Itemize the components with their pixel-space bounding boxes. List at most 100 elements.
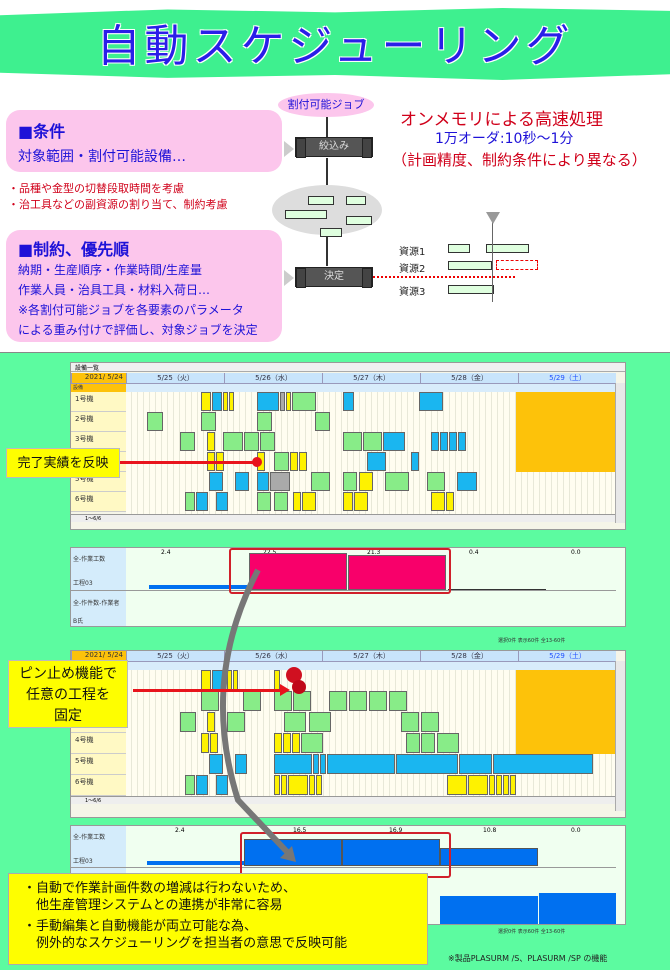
job-bar[interactable] xyxy=(406,733,420,753)
job-bar[interactable] xyxy=(201,392,211,411)
job-bar[interactable] xyxy=(396,754,458,774)
job-bar[interactable] xyxy=(229,392,234,411)
job-bar[interactable] xyxy=(283,733,291,753)
job-bar[interactable] xyxy=(281,775,287,795)
job-bar[interactable] xyxy=(468,775,488,795)
job-bar[interactable] xyxy=(244,432,259,451)
job-bar[interactable] xyxy=(327,754,395,774)
job-bar[interactable] xyxy=(235,472,249,491)
job-bar[interactable] xyxy=(274,733,282,753)
job-bar[interactable] xyxy=(290,452,298,471)
job-bar[interactable] xyxy=(315,412,330,431)
job-bar[interactable] xyxy=(367,452,386,471)
job-bar[interactable] xyxy=(449,432,457,451)
job-bar[interactable] xyxy=(427,472,445,491)
job-bar[interactable] xyxy=(383,432,405,451)
job-bar[interactable] xyxy=(343,392,354,411)
job-bar[interactable] xyxy=(227,712,245,732)
vertical-scrollbar[interactable] xyxy=(615,661,625,811)
job-bar[interactable] xyxy=(421,712,439,732)
job-bar[interactable] xyxy=(274,492,288,511)
job-bar[interactable] xyxy=(343,432,362,451)
job-bar[interactable] xyxy=(257,392,279,411)
job-bar[interactable] xyxy=(447,775,467,795)
job-bar[interactable] xyxy=(385,472,409,491)
job-bar[interactable] xyxy=(207,432,215,451)
job-bar[interactable] xyxy=(201,412,216,431)
job-bar[interactable] xyxy=(419,392,443,411)
job-bar[interactable] xyxy=(503,775,509,795)
job-bar[interactable] xyxy=(257,492,271,511)
job-bar[interactable] xyxy=(389,691,407,711)
job-bar[interactable] xyxy=(293,492,301,511)
job-bar[interactable] xyxy=(459,754,492,774)
job-bar[interactable] xyxy=(510,775,516,795)
job-bar[interactable] xyxy=(411,452,419,471)
job-bar[interactable] xyxy=(274,452,289,471)
job-bar[interactable] xyxy=(363,432,382,451)
pager-bar[interactable]: 1～6/6 xyxy=(71,796,616,804)
job-bar[interactable] xyxy=(421,733,435,753)
job-bar[interactable] xyxy=(292,392,316,411)
job-bar[interactable] xyxy=(185,492,195,511)
job-bar[interactable] xyxy=(309,712,331,732)
job-bar[interactable] xyxy=(369,691,387,711)
job-bar[interactable] xyxy=(440,432,448,451)
job-bar[interactable] xyxy=(458,432,466,451)
job-bar[interactable] xyxy=(401,712,419,732)
job-bar[interactable] xyxy=(185,775,195,795)
job-bar[interactable] xyxy=(329,691,347,711)
job-bar[interactable] xyxy=(201,733,209,753)
job-bar[interactable] xyxy=(274,754,312,774)
job-bar[interactable] xyxy=(286,392,291,411)
job-bar[interactable] xyxy=(343,472,357,491)
job-bar[interactable] xyxy=(292,733,300,753)
job-bar[interactable] xyxy=(496,775,502,795)
pager-bar[interactable]: 1～6/6 xyxy=(71,514,616,522)
job-bar[interactable] xyxy=(196,775,208,795)
job-bar[interactable] xyxy=(316,775,322,795)
job-bar[interactable] xyxy=(302,492,316,511)
job-bar[interactable] xyxy=(489,775,495,795)
job-bar[interactable] xyxy=(210,733,218,753)
job-bar[interactable] xyxy=(180,432,195,451)
job-bar[interactable] xyxy=(209,754,223,774)
job-bar[interactable] xyxy=(207,712,215,732)
job-bar[interactable] xyxy=(446,492,454,511)
column-header[interactable]: 設備 xyxy=(71,384,126,392)
job-bar[interactable] xyxy=(280,392,285,411)
job-bar[interactable] xyxy=(457,472,477,491)
job-bar[interactable] xyxy=(431,492,445,511)
job-bar[interactable] xyxy=(196,492,208,511)
job-bar[interactable] xyxy=(180,712,196,732)
job-bar[interactable] xyxy=(288,775,308,795)
job-bar[interactable] xyxy=(359,472,373,491)
job-bar[interactable] xyxy=(216,492,228,511)
job-bar[interactable] xyxy=(431,432,439,451)
job-bar[interactable] xyxy=(349,691,367,711)
vertical-scrollbar[interactable] xyxy=(615,383,625,523)
job-bar[interactable] xyxy=(343,492,353,511)
job-bar[interactable] xyxy=(493,754,593,774)
job-bar[interactable] xyxy=(257,472,269,491)
job-bar[interactable] xyxy=(284,712,306,732)
job-bar[interactable] xyxy=(209,472,223,491)
job-bar[interactable] xyxy=(147,412,163,431)
job-bar[interactable] xyxy=(309,775,315,795)
job-bar[interactable] xyxy=(311,472,330,491)
job-bar[interactable] xyxy=(223,392,228,411)
job-bar[interactable] xyxy=(320,754,326,774)
job-bar[interactable] xyxy=(260,432,275,451)
job-bar[interactable] xyxy=(354,492,368,511)
job-bar[interactable] xyxy=(299,452,307,471)
job-bar[interactable] xyxy=(223,432,243,451)
job-bar[interactable] xyxy=(437,733,459,753)
job-bar[interactable] xyxy=(274,775,280,795)
job-bar[interactable] xyxy=(313,754,319,774)
job-bar[interactable] xyxy=(270,472,290,491)
job-bar[interactable] xyxy=(216,775,228,795)
job-bar[interactable] xyxy=(257,412,272,431)
job-bar[interactable] xyxy=(212,392,222,411)
job-bar[interactable] xyxy=(301,733,323,753)
job-bar[interactable] xyxy=(235,754,247,774)
